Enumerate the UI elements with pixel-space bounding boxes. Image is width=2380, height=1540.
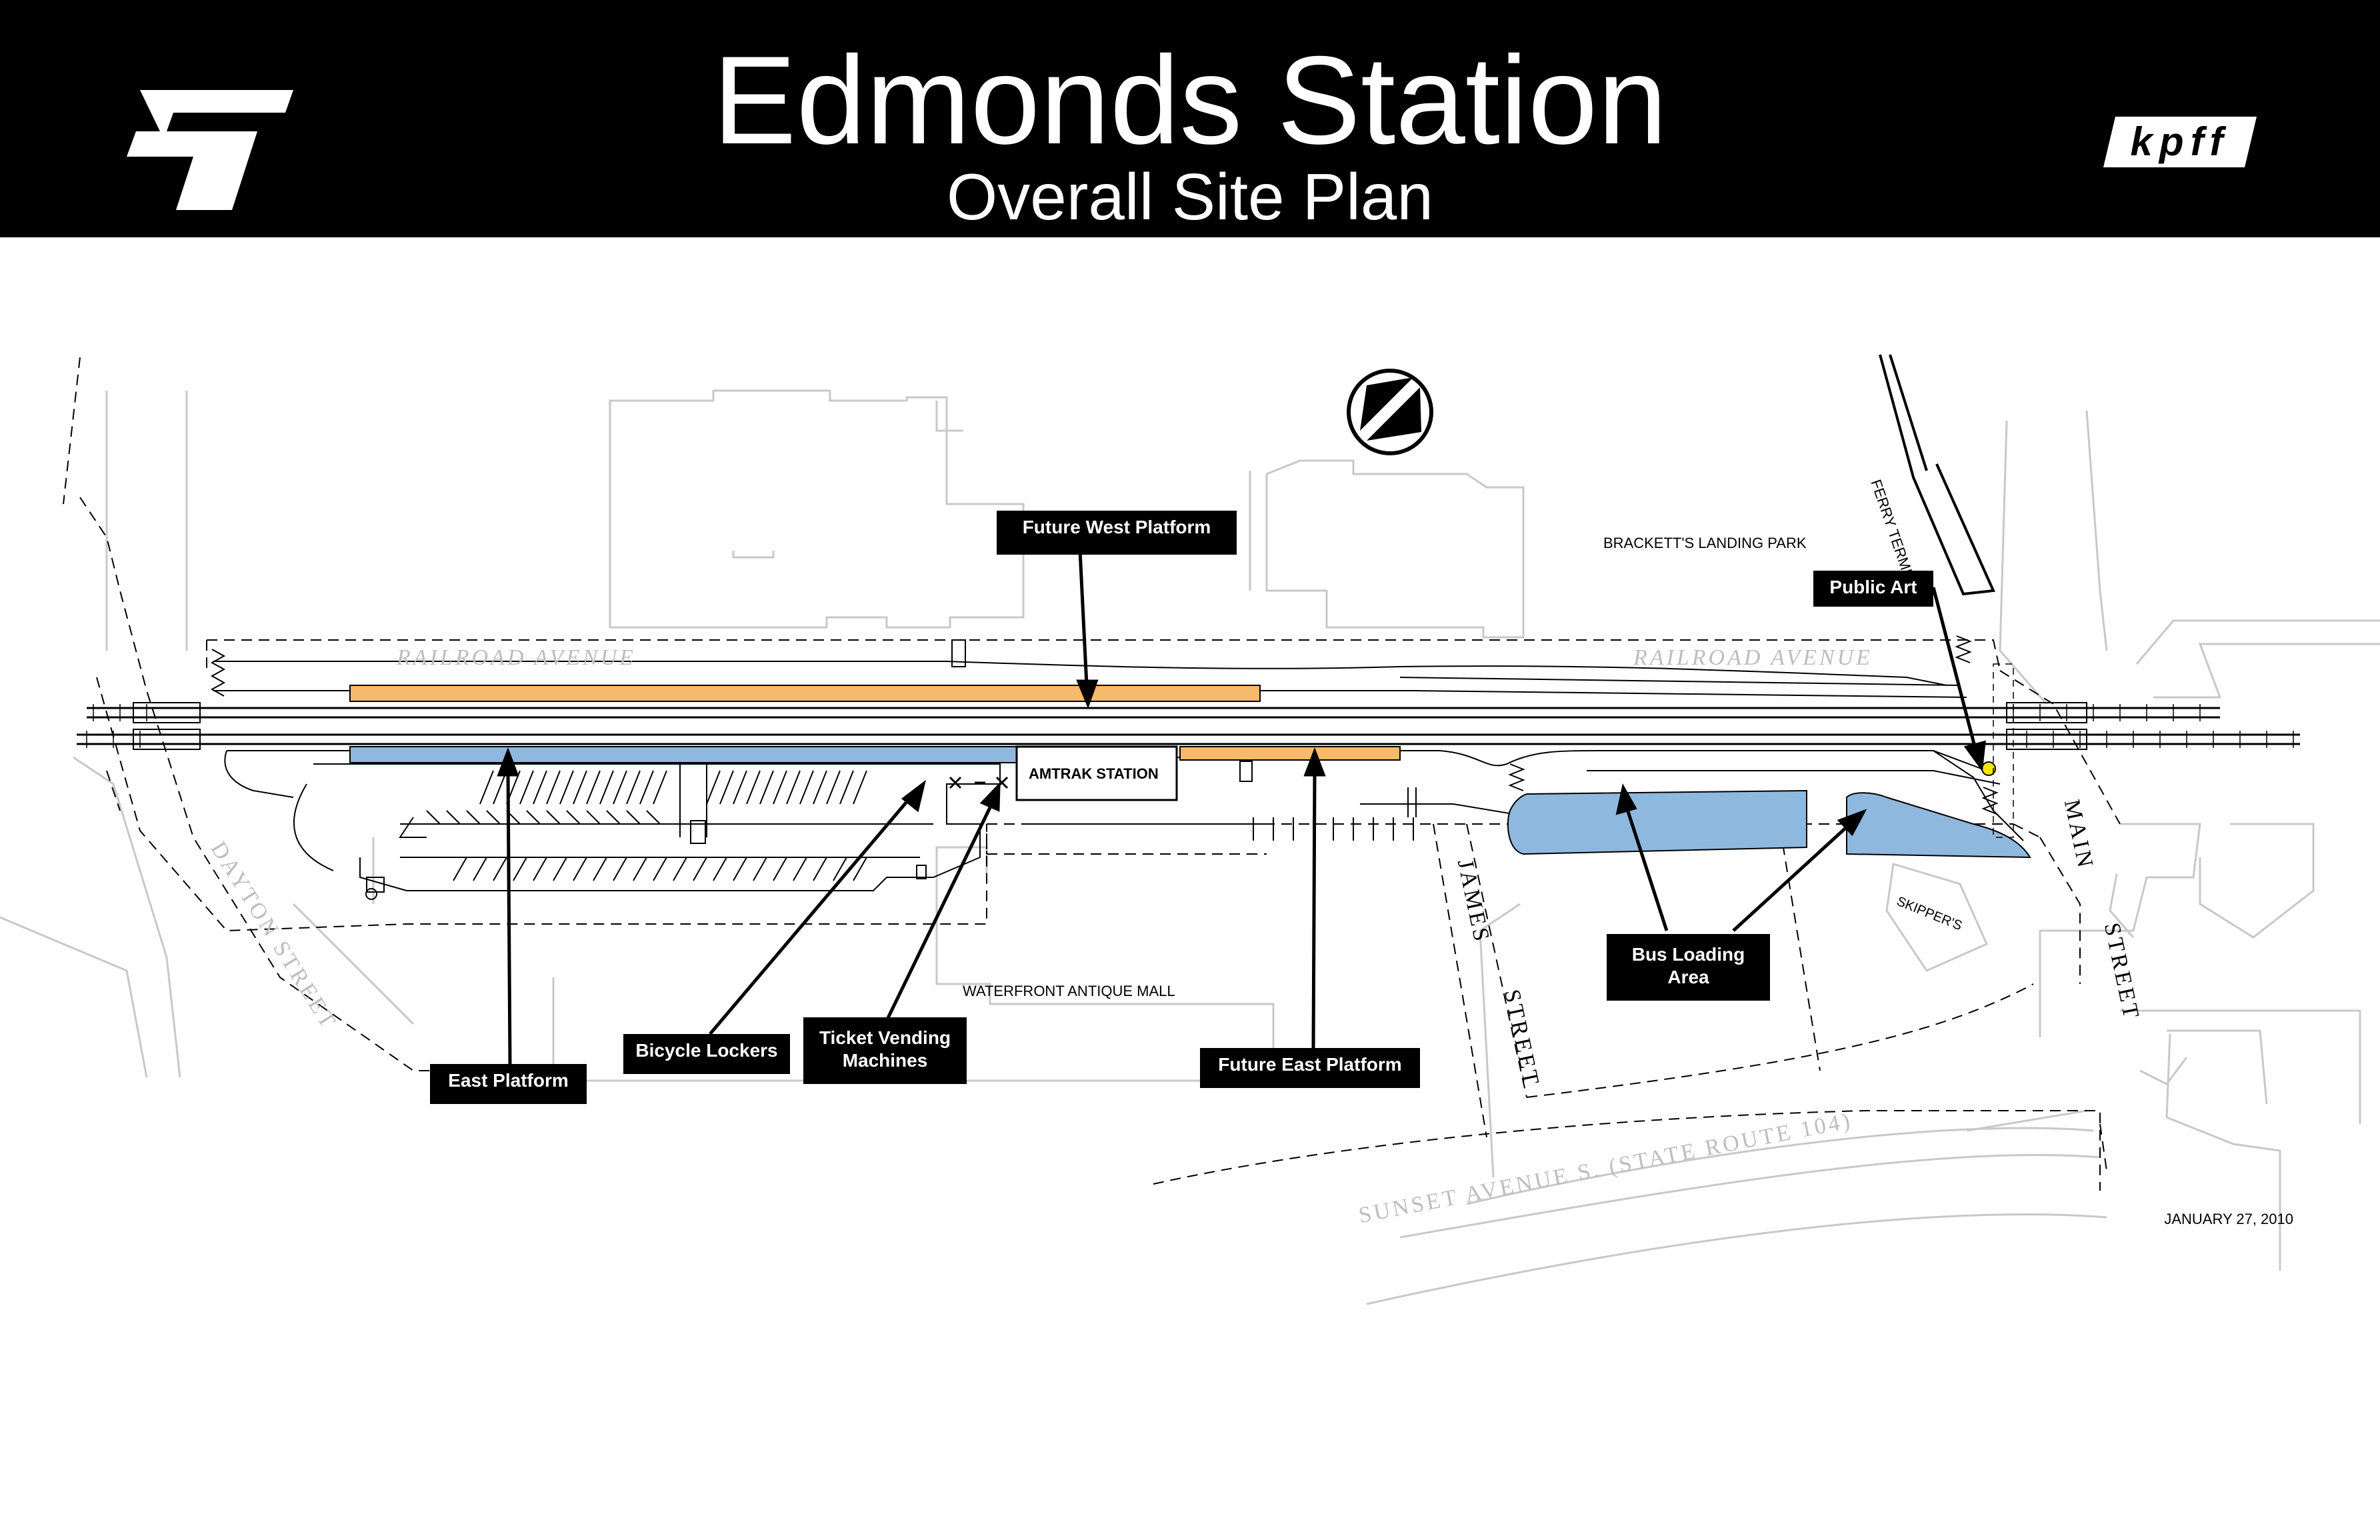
east-platform-area [349,746,1021,763]
bus-loading-area-callout: Bus Loading Area [1607,934,1770,1001]
kpff-logo: kpff [2103,117,2257,167]
parking-lot [293,763,1001,891]
header-bar: Edmonds Station Overall Site Plan kpff [0,0,2380,237]
amtrak-station-label: AMTRAK STATION [1029,765,1159,782]
railroad-avenue-left-label: RAILROAD AVENUE [397,645,636,670]
east-platform-callout: East Platform [430,1064,587,1104]
ticket-vending-marks [949,776,1009,789]
bus-loading-area-right [1846,792,2031,859]
plan-date: JANUARY 27, 2010 [2164,1211,2293,1227]
future-west-platform-area [349,685,1261,702]
bracketts-landing-park-label: BRACKETT'S LANDING PARK [1603,535,1807,551]
bollards [210,635,1999,900]
sound-transit-logo [127,90,293,210]
future-east-platform-area [1179,746,1401,761]
bus-loading-area-left [1507,789,1807,855]
page-subtitle: Overall Site Plan [947,160,1433,233]
site-plan-map: AMTRAK STATION BRACKETT'S LANDING PARK F… [0,237,2380,1540]
background-buildings [0,389,2380,1305]
future-west-platform-callout: Future West Platform [997,511,1237,555]
bicycle-lockers-callout: Bicycle Lockers [623,1034,790,1074]
ferry-terminal-pier [1879,354,1995,596]
railroad-avenue-curbs [213,661,2001,825]
parking-stalls [426,770,1417,881]
future-east-platform-callout: Future East Platform [1200,1048,1420,1088]
page-title: Edmonds Station [713,30,1667,170]
railroad-tracks [77,702,2300,750]
amtrak-station-building [1015,745,1178,801]
waterfront-antique-mall-label: WATERFRONT ANTIQUE MALL [963,983,1175,999]
ticket-vending-machines-callout: Ticket Vending Machines [803,1017,967,1084]
public-art-callout: Public Art [1813,571,1933,607]
site-plan-drawing [0,354,2380,1305]
kpff-logo-text: kpff [2130,119,2230,164]
railroad-avenue-right-label: RAILROAD AVENUE [1633,645,1873,670]
callout-arrows [497,550,1986,1065]
north-arrow-icon [1347,369,1433,455]
